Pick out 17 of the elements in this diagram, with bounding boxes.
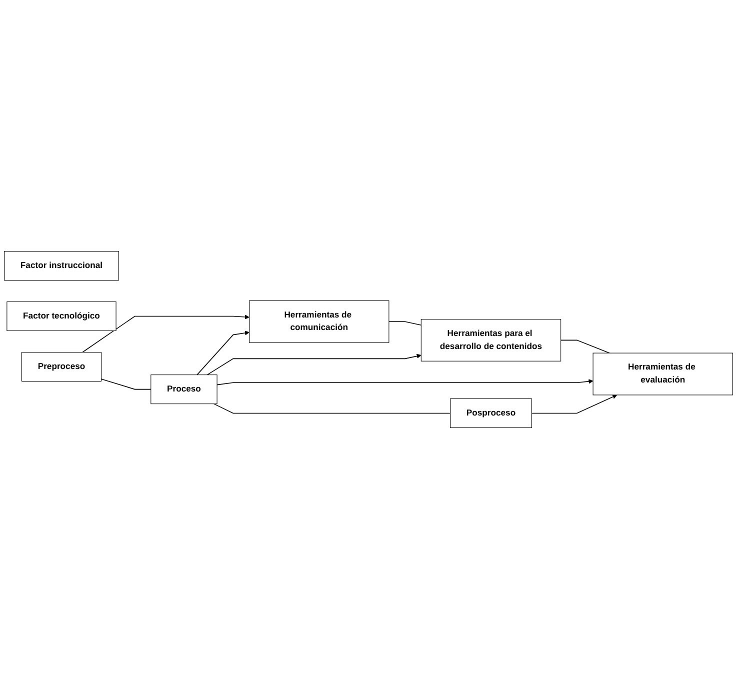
node-box: Posproceso (450, 398, 532, 428)
node-box: Herramientas de comunicación (249, 300, 390, 343)
node-box: Factor tecnológico (6, 302, 116, 332)
arrow (531, 394, 618, 414)
connector (560, 340, 610, 354)
node-box: Factor instruccional (4, 251, 119, 281)
arrow (82, 314, 250, 353)
node-box: Proceso (150, 374, 218, 404)
connector (388, 321, 422, 326)
arrow (216, 379, 594, 386)
node-box: Herramientas de evaluación (592, 352, 733, 396)
connector (100, 378, 152, 390)
arrow (206, 354, 422, 376)
arrow (196, 330, 250, 376)
node-box: Herramientas para el desarrollo de contenidos (420, 318, 562, 362)
node-box: Preproceso (21, 352, 102, 382)
connector (213, 403, 451, 414)
